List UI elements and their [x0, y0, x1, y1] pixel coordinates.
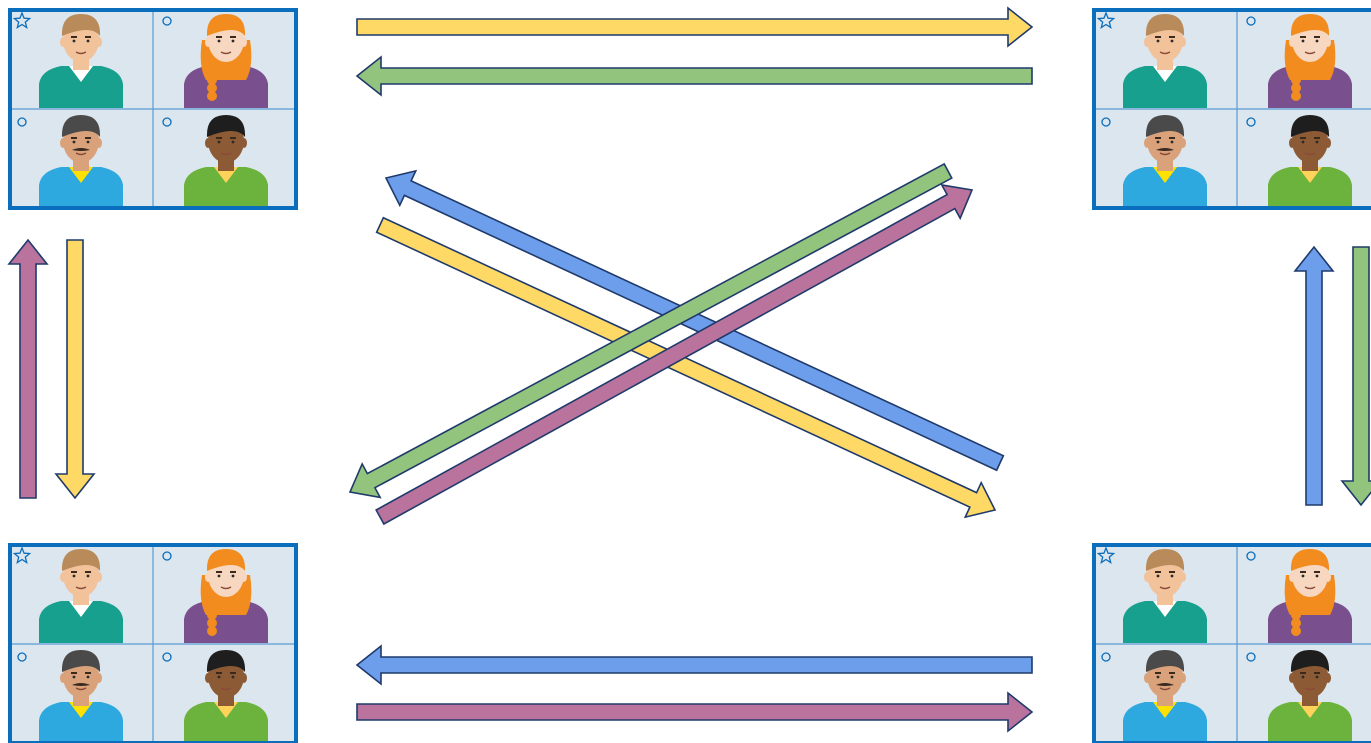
participant-tile-3	[8, 644, 153, 743]
participant-tile-1	[8, 543, 153, 644]
participant-tile-2	[153, 8, 298, 109]
participant-tile-4	[1237, 644, 1371, 743]
arrow-top-right-to-top-left	[357, 57, 1032, 95]
arrow-top-right-to-bottom-right	[1342, 247, 1371, 505]
participant-tile-4	[153, 109, 298, 210]
meeting-window-bottom-right	[1092, 543, 1371, 743]
arrow-bottom-left-to-top-left	[9, 240, 47, 498]
participant-tile-2	[1237, 8, 1371, 109]
arrow-bottom-left-to-top-right	[371, 173, 981, 533]
participant-tile-3	[1092, 644, 1237, 743]
participant-tile-2	[153, 543, 298, 644]
participant-tile-2	[1237, 543, 1371, 644]
arrow-bottom-left-to-bottom-right	[357, 693, 1032, 731]
participant-tile-1	[1092, 543, 1237, 644]
participant-tile-1	[8, 8, 153, 109]
arrow-top-left-to-bottom-right	[372, 208, 1003, 527]
participant-tile-3	[8, 109, 153, 210]
arrow-top-left-to-bottom-left	[56, 240, 94, 498]
participant-tile-4	[1237, 109, 1371, 210]
meeting-window-top-left	[8, 8, 298, 210]
participant-tile-1	[1092, 8, 1237, 109]
arrow-bottom-right-to-top-right	[1295, 247, 1333, 505]
arrow-bottom-right-to-bottom-left	[357, 646, 1032, 684]
arrow-top-left-to-top-right	[357, 8, 1032, 46]
participant-tile-4	[153, 644, 298, 743]
meeting-window-top-right	[1092, 8, 1371, 210]
participant-tile-3	[1092, 109, 1237, 210]
meeting-window-bottom-left	[8, 543, 298, 743]
